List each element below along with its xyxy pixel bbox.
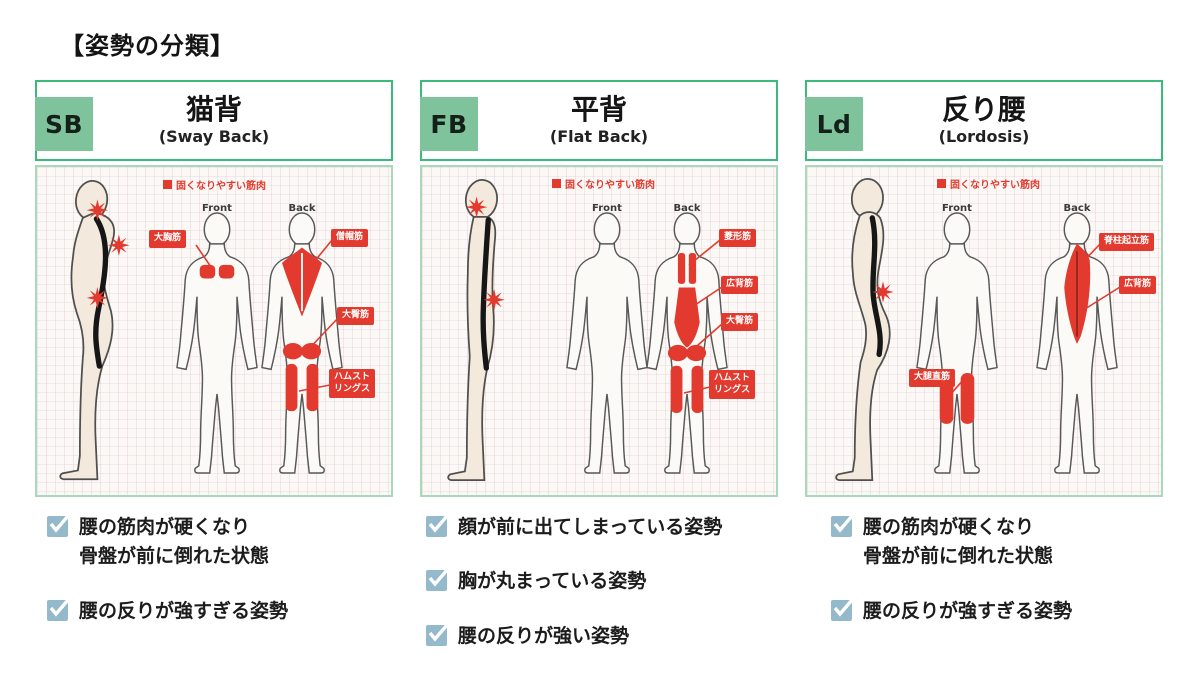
muscle-label-latissimus: 広背筋 xyxy=(1119,276,1157,294)
muscle-label-rhomboid: 菱形筋 xyxy=(719,229,757,247)
muscle-label-erector-spinae: 脊柱起立筋 xyxy=(1099,233,1155,251)
muscle-label-latissimus: 広背筋 xyxy=(721,276,759,294)
illustration-sb: 固くなりやすい筋肉 Front Back xyxy=(35,165,393,497)
front-caption-ld: Front xyxy=(942,203,972,214)
back-caption-ld: Back xyxy=(1063,203,1091,214)
muscle-label-gluteus: 大臀筋 xyxy=(337,307,375,325)
panel-title-fb: 平背 xyxy=(570,93,627,127)
check-icon xyxy=(47,514,70,537)
illustration-ld: 固くなりやすい筋肉 Front Back xyxy=(805,165,1163,497)
side-figure-fb-svg xyxy=(447,179,505,482)
check-icon xyxy=(426,623,449,646)
front-figure-sb-svg xyxy=(176,212,258,474)
panel-sway-back: SB 猫背 (Sway Back) 固くなりやすい筋肉 Front Back xyxy=(35,80,393,651)
check-icon xyxy=(426,569,449,592)
badge-ld: Ld xyxy=(805,97,863,151)
muscle-label-trapezius: 僧帽筋 xyxy=(331,229,369,247)
panel-subtitle-sb: (Sway Back) xyxy=(158,126,270,146)
front-caption-sb: Front xyxy=(202,203,232,214)
legend-square-icon xyxy=(163,180,172,189)
badge-fb: FB xyxy=(420,97,478,151)
back-caption-fb: Back xyxy=(673,203,701,214)
panel-title-sb: 猫背 xyxy=(185,93,242,127)
badge-sb: SB xyxy=(35,97,93,151)
connector-lines-fb xyxy=(683,239,723,394)
muscle-label-gluteus: 大臀筋 xyxy=(721,313,759,331)
panel-flat-back: FB 平背 (Flat Back) 固くなりやすい筋肉 Front Back xyxy=(420,80,778,674)
panel-header-sb: SB 猫背 (Sway Back) xyxy=(35,80,393,161)
back-figure-ld-svg xyxy=(1036,212,1118,474)
front-caption-fb: Front xyxy=(592,203,622,214)
bullets-fb: 顔が前に出てしまっている姿勢 胸が丸まっている姿勢 腰の反りが強い姿勢 xyxy=(420,513,778,651)
bullets-ld: 腰の筋肉が硬くなり 骨盤が前に倒れた状態 腰の反りが強すぎる姿勢 xyxy=(805,513,1163,626)
side-figure-sb-svg xyxy=(59,180,130,481)
legend-square-icon xyxy=(937,179,946,188)
muscle-label-rectus-femoris: 大腿直筋 xyxy=(909,369,956,387)
legend-fb: 固くなりやすい筋肉 xyxy=(552,176,655,191)
check-icon xyxy=(831,514,854,537)
bullets-sb: 腰の筋肉が硬くなり 骨盤が前に倒れた状態 腰の反りが強すぎる姿勢 xyxy=(35,513,393,626)
muscle-label-pectoralis: 大胸筋 xyxy=(149,230,187,248)
legend-sb: 固くなりやすい筋肉 xyxy=(163,177,266,192)
bullet-item: 腰の反りが強すぎる姿勢 xyxy=(831,597,1163,626)
legend-ld: 固くなりやすい筋肉 xyxy=(937,176,1040,191)
side-figure-ld-svg xyxy=(835,178,894,482)
bullet-item: 腰の反りが強すぎる姿勢 xyxy=(47,597,393,626)
panel-header-fb: FB 平背 (Flat Back) xyxy=(420,80,778,161)
bullet-item: 腰の筋肉が硬くなり 骨盤が前に倒れた状態 xyxy=(47,513,393,572)
muscle-label-hamstrings: ハムスト リングス xyxy=(709,370,756,400)
check-icon xyxy=(831,598,854,621)
back-caption-sb: Back xyxy=(288,203,316,214)
muscle-label-hamstrings: ハムスト リングス xyxy=(329,369,376,399)
bullet-item: 腰の反りが強い姿勢 xyxy=(426,622,778,651)
check-icon xyxy=(426,514,449,537)
panel-subtitle-ld: (Lordosis) xyxy=(938,126,1030,146)
legend-square-icon xyxy=(552,179,561,188)
connector-lines-ld xyxy=(949,243,1121,396)
panel-lordosis: Ld 反り腰 (Lordosis) 固くなりやすい筋肉 Front Back xyxy=(805,80,1163,651)
illustration-fb: 固くなりやすい筋肉 Front Back xyxy=(420,165,778,497)
connector-lines-sb xyxy=(195,239,340,392)
panel-subtitle-fb: (Flat Back) xyxy=(549,126,649,146)
panel-header-ld: Ld 反り腰 (Lordosis) xyxy=(805,80,1163,161)
page-title: 【姿勢の分類】 xyxy=(60,32,235,60)
check-icon xyxy=(47,598,70,621)
panel-title-ld: 反り腰 xyxy=(941,93,1026,127)
bullet-item: 胸が丸まっている姿勢 xyxy=(426,567,778,596)
bullet-item: 腰の筋肉が硬くなり 骨盤が前に倒れた状態 xyxy=(831,513,1163,572)
bullet-item: 顔が前に出てしまっている姿勢 xyxy=(426,513,778,542)
